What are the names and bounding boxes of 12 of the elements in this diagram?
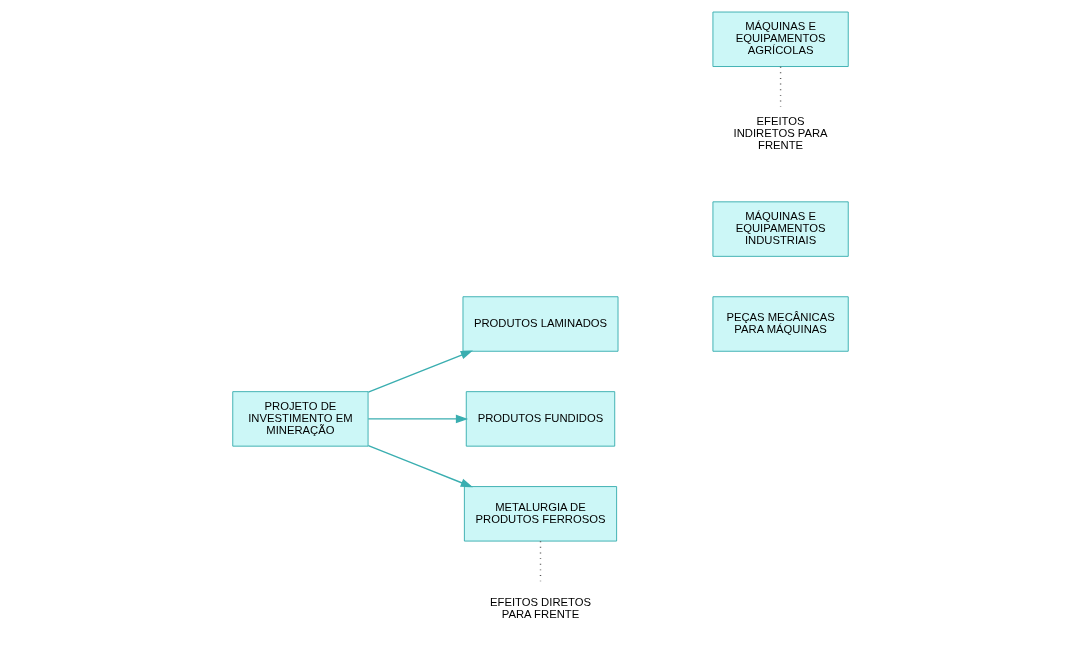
node-box: MÁQUINAS E EQUIPAMENTOS AGRÍCOLAS — [712, 11, 849, 67]
node-box: PROJETO DE INVESTIMENTO EM MINERAÇÃO — [232, 391, 369, 447]
arrow — [367, 414, 469, 424]
node-box: PRODUTOS LAMINADOS — [462, 296, 619, 352]
label: EFEITOS INDIRETOS PARA FRENTE — [733, 114, 828, 152]
node-box: MÁQUINAS E EQUIPAMENTOS INDUSTRIAIS — [712, 201, 849, 257]
label: EFEITOS DIRETOS PARA FRENTE — [490, 595, 591, 620]
arrow — [367, 444, 473, 488]
node-box: PRODUTOS FUNDIDOS — [465, 391, 616, 447]
node-box: PEÇAS MECÂNICAS PARA MÁQUINAS — [712, 296, 849, 352]
arrow — [367, 350, 473, 393]
node-box: METALURGIA DE PRODUTOS FERROSOS — [463, 486, 618, 542]
